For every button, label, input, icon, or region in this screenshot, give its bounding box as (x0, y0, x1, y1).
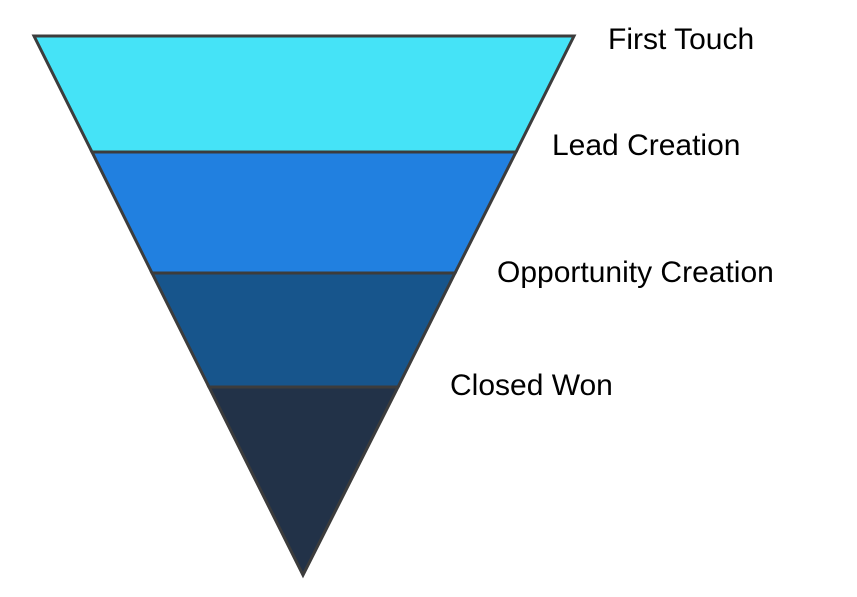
stage-label-opportunity-creation: Opportunity Creation (497, 256, 774, 289)
stage-label-first-touch: First Touch (608, 23, 755, 56)
funnel-segment-lead-creation[interactable] (89, 150, 519, 275)
stage-label-closed-won: Closed Won (450, 369, 613, 402)
funnel-segment-closed-won[interactable] (206, 385, 401, 579)
funnel-segment-first-touch[interactable] (31, 34, 577, 154)
stage-label-lead-creation: Lead Creation (552, 129, 741, 162)
